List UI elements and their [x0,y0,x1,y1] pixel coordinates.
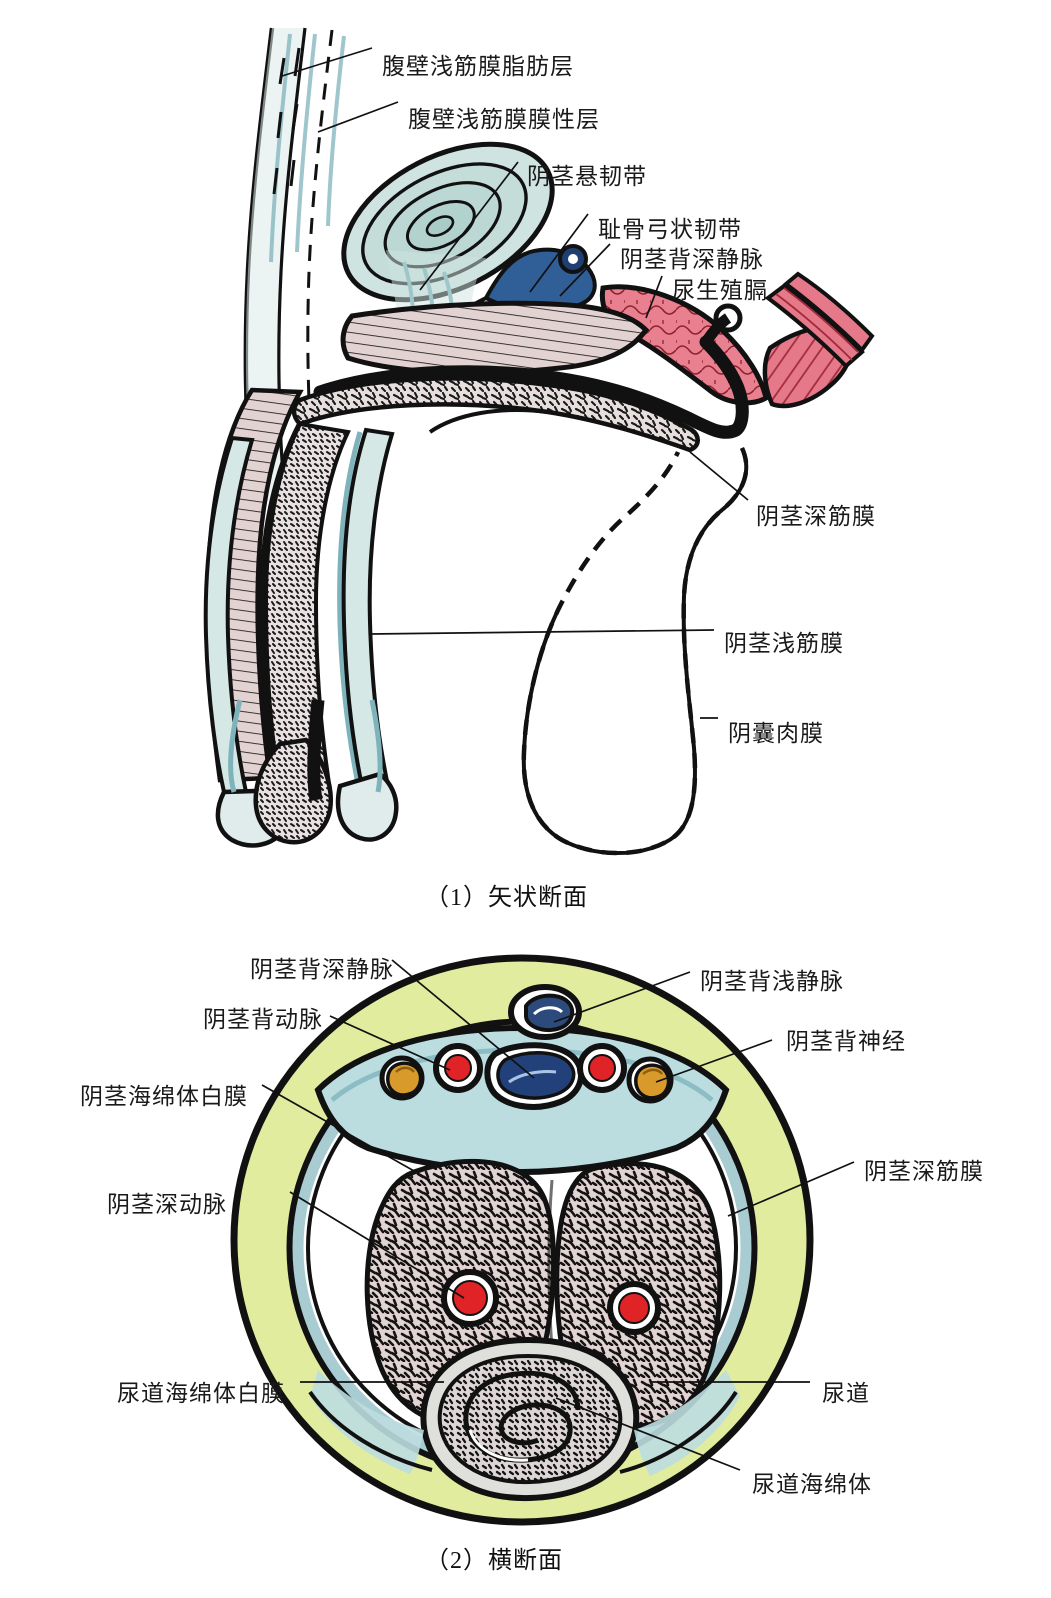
dorsal-nerve-right [626,1056,674,1104]
sagittal-section-illustration [203,27,875,856]
leader-lines-sagittal [281,47,749,719]
septum-penis [547,1179,554,1351]
superficial-dorsal-vein [508,984,582,1040]
urethra-curve [313,303,749,439]
urethra-lumen [463,1370,581,1463]
transverse-section-illustration [230,954,855,1526]
label-deep-dorsal-vein-sagittal: 阴茎背深静脉 [620,247,764,272]
corpus-spongiosum-transverse [420,1336,640,1502]
label-dorsal-artery: 阴茎背动脉 [203,1007,323,1032]
dorsal-artery-right [577,1043,627,1093]
corpus-cavernosum-body [340,300,650,376]
label-suspensory-ligament: 阴茎悬韧带 [527,164,647,189]
deep-dorsal-vein-transverse [484,1042,584,1110]
label-arcuate-pubic-ligament: 耻骨弓状韧带 [598,217,742,242]
label-dorsal-nerve: 阴茎背神经 [786,1029,906,1054]
label-corpus-spongiosum: 尿道海绵体 [752,1472,872,1497]
deep-artery-right [607,1281,661,1335]
scrotal-septum-line [428,408,549,434]
label-deep-fascia-sagittal: 阴茎深筋膜 [756,504,876,529]
label-superficial-fascia-membranous: 腹壁浅筋膜膜性层 [408,107,600,132]
label-superficial-fascia-penis: 阴茎浅筋膜 [724,631,844,656]
label-deep-fascia-transverse: 阴茎深筋膜 [864,1159,984,1184]
corpus-spongiosum-band [291,376,700,453]
scrotum-group [521,447,749,856]
label-superficial-fascia-fatty: 腹壁浅筋膜脂肪层 [382,54,574,79]
dorsal-artery-left [433,1043,483,1093]
label-dartos: 阴囊肉膜 [728,721,824,746]
label-tunica-albuginea-spongiosum: 尿道海绵体白膜 [117,1381,285,1406]
label-urogenital-diaphragm: 尿生殖膈 [672,278,768,303]
dorsal-nerve-left [379,1055,425,1101]
label-deep-dorsal-vein-transverse: 阴茎背深静脉 [250,957,394,982]
glans-group [215,699,399,848]
label-deep-artery-penis: 阴茎深动脉 [107,1192,227,1217]
label-superficial-dorsal-vein: 阴茎背浅静脉 [700,969,844,994]
penis-shaft-group [203,387,395,794]
label-urethra: 尿道 [822,1381,870,1406]
caption-panel-1: （1）矢状断面 [425,885,588,911]
fascia-wings [310,1370,740,1476]
caption-panel-2: （2）横断面 [425,1548,563,1574]
label-tunica-albuginea-cavernosum: 阴茎海绵体白膜 [80,1084,248,1109]
dorsal-vessel-row [379,1042,674,1110]
abdominal-wall-group [243,27,346,503]
deep-artery-left [441,1269,499,1327]
leader-lines-transverse [261,959,855,1471]
